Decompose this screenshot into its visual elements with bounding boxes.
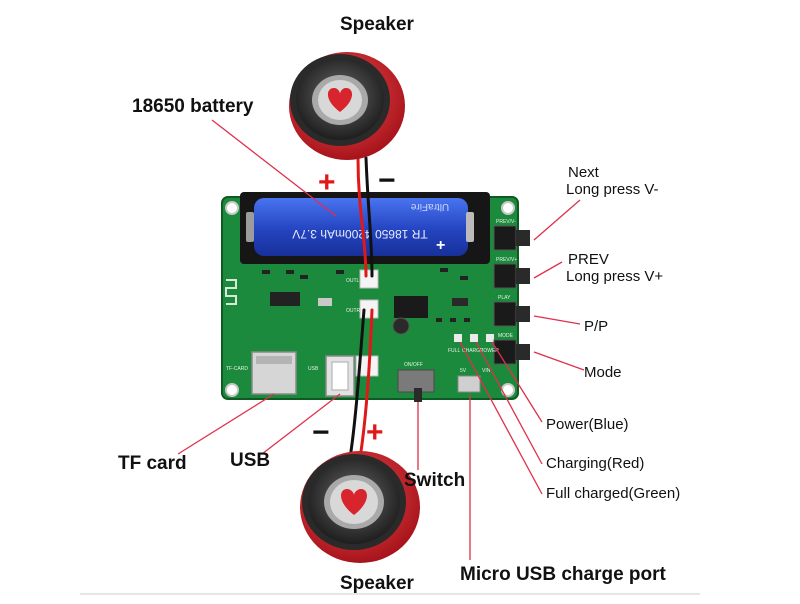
polarity-plus-top: + <box>318 166 336 199</box>
label-charging-red: Charging(Red) <box>546 455 645 472</box>
label-micro-usb-charge-port: Micro USB charge port <box>460 564 666 585</box>
silk-vin: VIN <box>482 368 491 374</box>
callout-lines <box>177 119 585 560</box>
label-next-line1: Next <box>568 164 599 181</box>
silk-tf-card: TF-CARD <box>226 366 248 372</box>
speaker-wires <box>348 156 374 460</box>
polarity-plus-bottom: + <box>366 416 384 449</box>
silk-full: FULL <box>448 348 460 354</box>
speaker-bottom <box>300 451 420 563</box>
battery-plus-mark: + <box>436 237 445 254</box>
label-18650-battery: 18650 battery <box>132 96 254 117</box>
label-mode: Mode <box>584 364 622 381</box>
label-tf-card: TF card <box>118 453 187 474</box>
battery-print-text: TR 18650 4200mAh 3.7V <box>292 227 427 241</box>
label-prev: PREV Long press V+ <box>566 251 663 286</box>
speaker-top <box>289 52 405 160</box>
silk-prev-v-minus: PREV/V- <box>496 219 516 225</box>
silk-outr: OUTR <box>346 308 361 314</box>
label-next: Next Long press V- <box>566 164 659 199</box>
label-usb: USB <box>230 450 271 471</box>
label-power-blue: Power(Blue) <box>546 416 629 433</box>
label-next-line2: Long press V- <box>566 181 659 199</box>
label-speaker-bottom: Speaker <box>340 573 414 594</box>
label-switch: Switch <box>404 470 466 491</box>
silk-on-off: ON/OFF <box>404 362 423 368</box>
polarity-minus-bottom: − <box>312 416 330 449</box>
label-pp: P/P <box>584 318 609 335</box>
battery-brand-text: UltraFire <box>410 201 449 212</box>
silk-prev-v-plus: PREV/V+ <box>496 257 517 263</box>
silk-mode: MODE <box>498 333 514 339</box>
label-prev-line1: PREV <box>568 251 609 268</box>
label-speaker-top: Speaker <box>340 14 414 35</box>
silk-outl: OUTL <box>346 278 360 284</box>
label-prev-line2: Long press V+ <box>566 268 664 286</box>
silk-5v: 5V <box>460 368 467 374</box>
button-stack <box>493 225 530 365</box>
silk-usb: USB <box>308 366 319 372</box>
silk-charge: CHARGE <box>462 348 484 354</box>
label-full-charged-green: Full charged(Green) <box>546 485 681 502</box>
silk-power: POWER <box>480 348 499 354</box>
polarity-minus-top: − <box>378 164 396 197</box>
silk-play: PLAY <box>498 295 511 301</box>
